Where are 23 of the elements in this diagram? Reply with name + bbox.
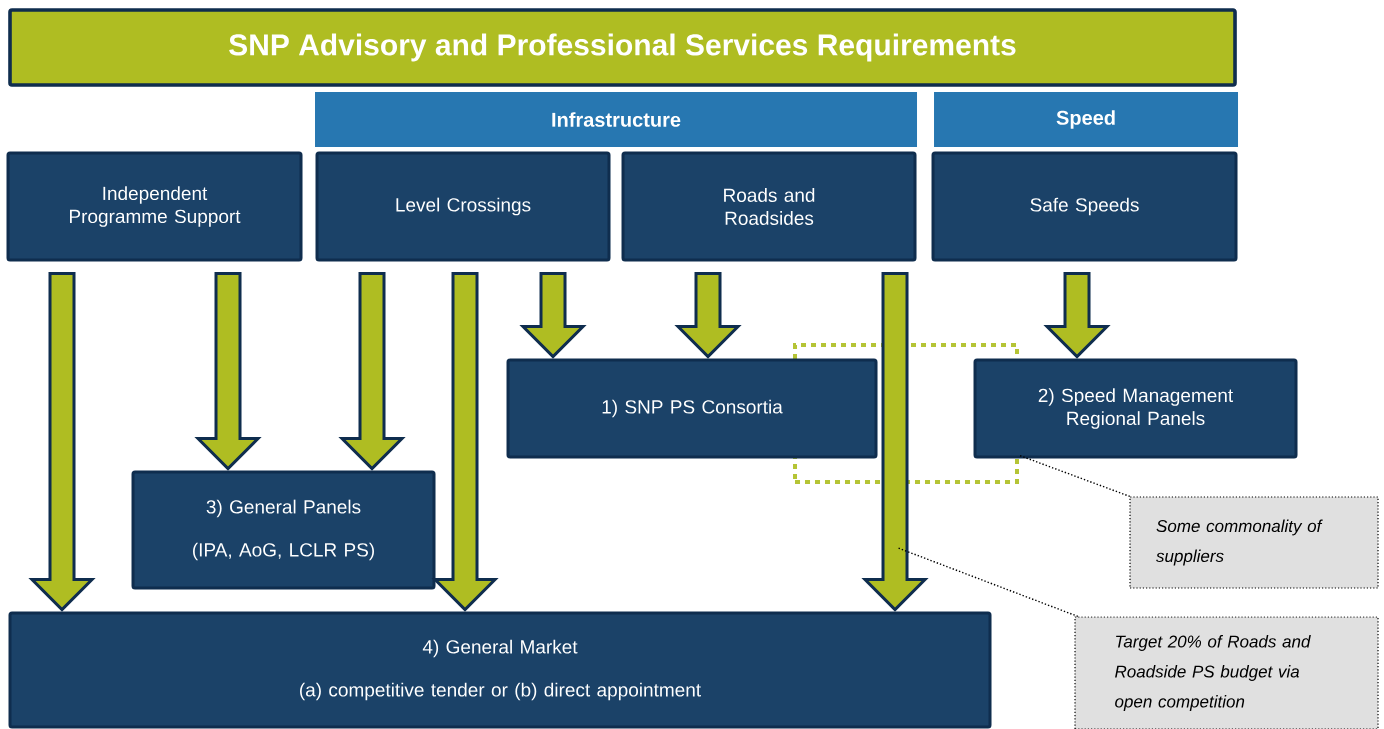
category-box: Safe Speeds <box>931 151 1238 262</box>
procurement-box: 2) Speed Management Regional Panels <box>973 358 1298 459</box>
category-band: Infrastructure <box>315 92 917 147</box>
note-callout: Target 20% of Roads and Roadside PS budget via open competition <box>1074 616 1379 729</box>
procurement-box: 1) SNP PS Consortia <box>506 358 878 459</box>
category-box: Roads and Roadsides <box>621 151 917 262</box>
category-box: Independent Programme Support <box>6 151 303 262</box>
block-arrow <box>1043 272 1111 359</box>
block-arrow <box>194 272 262 471</box>
block-arrow <box>338 272 406 471</box>
procurement-box: 4) General Market (a) competitive tender or (b) direct appointment <box>8 611 992 729</box>
category-band: Speed <box>934 92 1238 147</box>
block-arrow <box>519 272 587 359</box>
block-arrow <box>861 272 929 612</box>
note-callout: Some commonality of suppliers <box>1129 496 1379 589</box>
title-bar: SNP Advisory and Professional Services Requirements <box>8 8 1237 87</box>
block-arrow <box>431 272 499 612</box>
leader-line <box>1018 454 1131 498</box>
procurement-box: 3) General Panels (IPA, AoG, LCLR PS) <box>131 470 436 590</box>
block-arrow <box>28 272 96 612</box>
block-arrow <box>674 272 742 359</box>
category-box: Level Crossings <box>315 151 611 262</box>
leader-line <box>897 547 1079 618</box>
